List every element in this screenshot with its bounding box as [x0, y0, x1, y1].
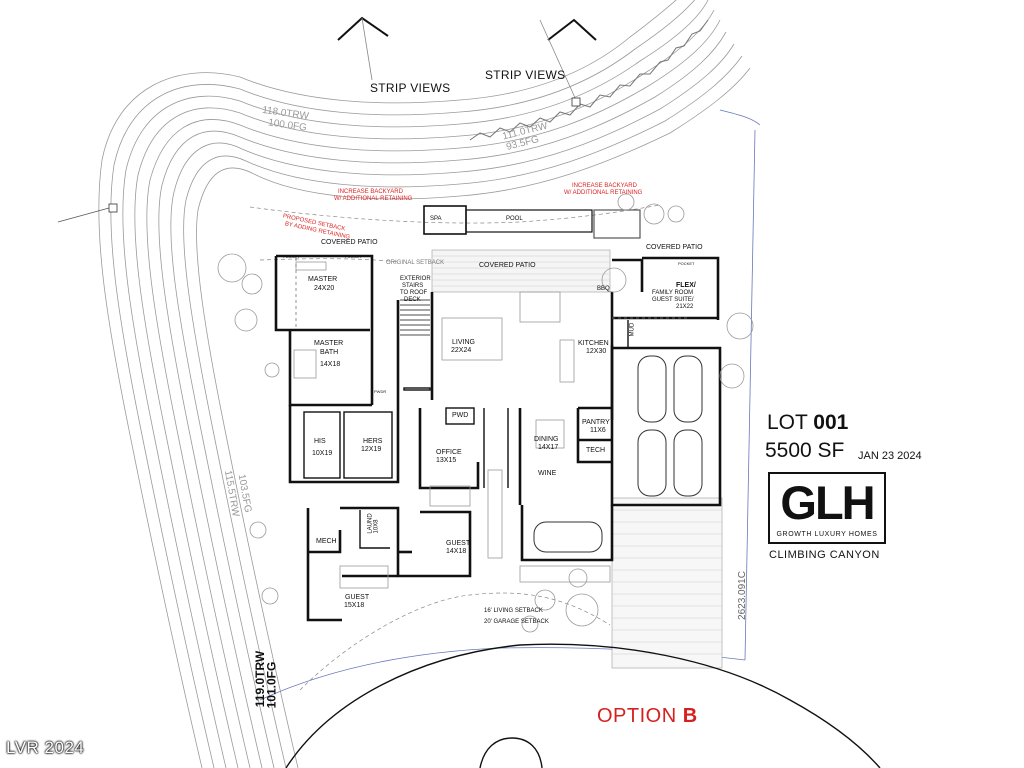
lot-number: LOT 001: [767, 411, 849, 434]
room-kitchen: KITCHEN: [578, 340, 609, 347]
exterior-walls: [274, 254, 722, 622]
room-dining-size: 14X17: [538, 444, 559, 451]
room-guest-left-size: 15X18: [344, 602, 365, 609]
room-guest-mid: GUEST: [446, 540, 471, 547]
garage-cars: [533, 355, 703, 553]
room-flex-size: 21X22: [676, 304, 694, 310]
room-pwdr: PWDR: [374, 389, 387, 394]
room-tech: TECH: [586, 447, 606, 454]
label-bbq: BBQ: [597, 286, 610, 292]
room-master: MASTER: [308, 276, 338, 283]
room-master-bath-size: 14X18: [320, 361, 341, 368]
note-original-setback: ORIGINAL SETBACK: [386, 260, 445, 266]
room-living-size: 22X24: [451, 347, 472, 354]
room-flex-line2: FAMILY ROOM: [652, 290, 694, 296]
note-living-setback: 16' LIVING SETBACK: [484, 608, 543, 614]
room-pwd: PWD: [452, 412, 469, 419]
road: [285, 643, 881, 768]
room-covered-patio-right: COVERED PATIO: [646, 244, 703, 251]
room-flex: FLEX/: [676, 282, 696, 289]
company-logo: GLH GROWTH LUXURY HOMES: [768, 472, 886, 544]
room-dining: DINING: [534, 436, 559, 443]
room-covered-patio-left: COVERED PATIO: [321, 239, 378, 246]
patio-paving: [431, 249, 723, 669]
note-garage-setback: 20' GARAGE SETBACK: [484, 619, 549, 625]
room-guest-left: GUEST: [345, 594, 370, 601]
property-dimension-label: 2623.091C: [736, 571, 748, 620]
room-hers-size: 12X19: [361, 446, 382, 453]
room-pantry-size: 11X6: [590, 427, 606, 434]
pool: [423, 205, 641, 239]
community-name: CLIMBING CANYON: [769, 549, 880, 561]
room-spa: SPA: [430, 216, 442, 222]
room-mud: MUD: [629, 322, 636, 337]
room-office: OFFICE: [436, 449, 462, 456]
room-flex-line3: GUEST SUITE/: [652, 297, 694, 303]
room-hers: HERS: [363, 438, 383, 445]
furniture: [293, 261, 611, 589]
option-label: OPTION B: [597, 705, 698, 727]
stairs: [400, 299, 430, 336]
view-label-left: STRIP VIEWS: [370, 81, 451, 95]
note-increase-backyard-left: INCREASE BACKYARD: [338, 189, 403, 195]
view-arrows: [337, 16, 597, 41]
label-pocket: POCKET: [283, 254, 300, 259]
room-pool: POOL: [506, 216, 523, 222]
logo-company-name: GROWTH LUXURY HOMES: [776, 531, 878, 538]
note-additional-retaining-left: W/ ADDITIONAL RETAINING: [334, 196, 413, 202]
room-kitchen-size: 12X30: [586, 348, 607, 355]
room-wine: WINE: [538, 470, 557, 477]
room-laund-size: 10X8: [373, 519, 380, 534]
label-pocket: POCKET: [345, 254, 362, 259]
room-master-bath: MASTER: [314, 340, 344, 347]
contour-lines: [98, 0, 751, 768]
setback-lines: [249, 204, 661, 691]
interior-walls: [303, 320, 629, 549]
room-covered-patio-mid: COVERED PATIO: [479, 262, 536, 269]
watermark: LVR 2024: [6, 738, 85, 757]
label-exterior-stairs: TO ROOF: [400, 290, 428, 296]
lot-area: 5500 SF: [765, 439, 845, 462]
room-guest-mid-size: 14X18: [446, 548, 467, 555]
label-exterior-stairs: DECK: [404, 297, 421, 303]
view-label-right: STRIP VIEWS: [485, 68, 566, 82]
room-mech: MECH: [316, 538, 337, 545]
room-master-size: 24X20: [314, 285, 335, 292]
label-exterior-stairs: EXTERIOR: [400, 276, 431, 282]
room-his: HIS: [314, 438, 326, 445]
room-master-bath-line2: BATH: [320, 349, 339, 356]
trees: [217, 193, 754, 633]
room-his-size: 10X19: [312, 450, 333, 457]
label-exterior-stairs: STAIRS: [402, 283, 424, 289]
note-additional-retaining-right: W/ ADDITIONAL RETAINING: [564, 190, 643, 196]
room-living: LIVING: [452, 339, 475, 346]
plan-date: JAN 23 2024: [858, 450, 922, 462]
room-office-size: 13X15: [436, 457, 457, 464]
logo-letters: GLH: [780, 476, 875, 529]
note-increase-backyard-right: INCREASE BACKYARD: [572, 183, 637, 189]
room-pantry: PANTRY: [582, 419, 610, 426]
elevation-label: 101.0FG: [264, 661, 279, 709]
label-pocket: POCKET: [678, 261, 695, 266]
